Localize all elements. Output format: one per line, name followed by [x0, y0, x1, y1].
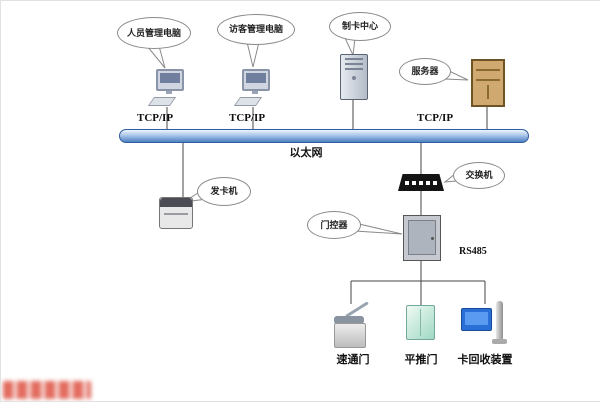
monitor-icon	[242, 69, 270, 91]
callout-server: 服务器	[399, 58, 451, 85]
callout-personnel-pc: 人员管理电脑	[117, 17, 191, 49]
monitor-stand	[252, 91, 258, 94]
monitor-icon	[156, 69, 184, 91]
callout-tail-visitor	[246, 41, 260, 68]
card-collector-icon	[461, 301, 507, 347]
callout-server-label: 服务器	[411, 66, 439, 76]
door-controller-icon	[403, 215, 441, 261]
personnel-computer-icon	[147, 69, 189, 111]
card-center-tower-icon	[340, 54, 368, 100]
visitor-computer-icon	[233, 69, 275, 111]
callout-switch: 交换机	[453, 162, 505, 189]
tcpip-label-left: TCP/IP	[137, 112, 174, 124]
ethernet-bus-bar	[119, 129, 529, 143]
server-cabinet-icon	[471, 59, 505, 107]
tcpip-label-right: TCP/IP	[417, 112, 454, 124]
callout-card-center: 制卡中心	[329, 12, 391, 41]
rs485-label: RS485	[459, 246, 487, 257]
keyboard-icon	[233, 97, 263, 106]
speed-gate-icon	[331, 299, 375, 348]
callout-card-issuer-label: 发卡机	[210, 186, 238, 196]
callout-visitor-pc: 访客管理电脑	[217, 14, 295, 45]
keyboard-icon	[147, 97, 177, 106]
switch-icon	[398, 174, 444, 191]
monitor-stand	[166, 91, 172, 94]
callout-personnel-pc-label: 人员管理电脑	[126, 27, 181, 38]
tcpip-label-mid: TCP/IP	[229, 112, 266, 124]
callout-tail-personnel	[145, 45, 166, 69]
swing-door-icon	[406, 305, 435, 340]
callout-tail-door-controller	[354, 222, 403, 235]
callout-visitor-pc-label: 访客管理电脑	[228, 24, 283, 34]
callout-door-controller-label: 门控器	[320, 219, 348, 230]
red-watermark	[3, 381, 91, 399]
ethernet-label: 以太网	[289, 147, 323, 159]
card-issuer-icon	[159, 197, 193, 229]
callout-card-issuer: 发卡机	[197, 177, 251, 206]
card-collector-label: 卡回收装置	[457, 354, 513, 366]
callout-door-controller: 门控器	[307, 211, 361, 239]
callout-card-center-label: 制卡中心	[341, 21, 378, 31]
speed-gate-label: 速通门	[336, 354, 370, 366]
callout-switch-label: 交换机	[465, 170, 493, 180]
swing-door-label: 平推门	[404, 354, 438, 366]
